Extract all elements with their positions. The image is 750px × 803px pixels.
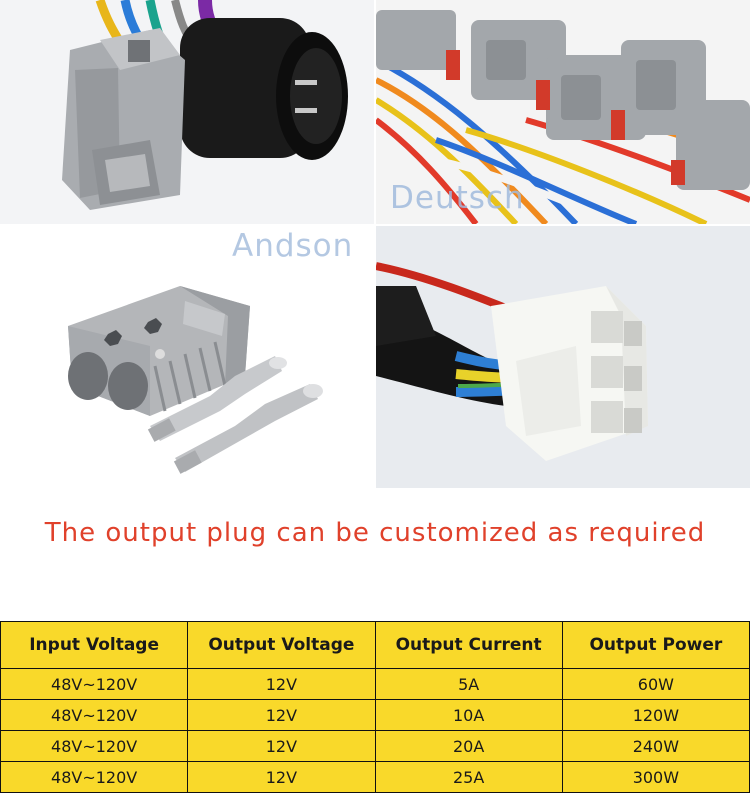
table-header-row: Input Voltage Output Voltage Output Curr…	[0, 621, 750, 669]
cell-input-voltage: 48V~120V	[0, 730, 189, 762]
deutsch-watermark: Deutsch	[390, 180, 525, 216]
cell-output-voltage: 12V	[187, 699, 376, 731]
deutsch-connector-illustration	[376, 10, 750, 224]
connector-illustration	[62, 0, 348, 210]
specifications-table: Input Voltage Output Voltage Output Curr…	[0, 621, 750, 793]
photo-deutsch-connectors	[376, 0, 750, 224]
table-row: 48V~120V 12V 10A 120W	[0, 699, 750, 731]
cell-input-voltage: 48V~120V	[0, 699, 189, 731]
table-row: 48V~120V 12V 25A 300W	[0, 761, 750, 793]
photo-white-molex-connector	[376, 226, 750, 488]
header-input-voltage: Input Voltage	[0, 621, 189, 669]
cell-output-current: 25A	[374, 761, 563, 793]
header-output-power: Output Power	[561, 621, 750, 669]
table-row: 48V~120V 12V 5A 60W	[0, 668, 750, 700]
table-row: 48V~120V 12V 20A 240W	[0, 730, 750, 762]
cell-output-current: 5A	[374, 668, 563, 700]
cell-input-voltage: 48V~120V	[0, 668, 189, 700]
header-output-voltage: Output Voltage	[187, 621, 376, 669]
cell-output-power: 120W	[561, 699, 750, 731]
molex-connector-illustration	[376, 262, 648, 461]
photo-gray-and-black-connectors	[0, 0, 374, 224]
cell-output-power: 300W	[561, 761, 750, 793]
header-output-current: Output Current	[374, 621, 563, 669]
cell-output-voltage: 12V	[187, 761, 376, 793]
photo-anderson-connector	[0, 226, 374, 488]
andson-watermark: Andson	[232, 228, 354, 264]
cell-output-voltage: 12V	[187, 730, 376, 762]
anderson-connector-illustration	[68, 286, 323, 474]
cell-output-power: 240W	[561, 730, 750, 762]
cell-output-voltage: 12V	[187, 668, 376, 700]
customization-caption: The output plug can be customized as req…	[44, 518, 706, 548]
cell-output-current: 20A	[374, 730, 563, 762]
cell-output-current: 10A	[374, 699, 563, 731]
cell-output-power: 60W	[561, 668, 750, 700]
cell-input-voltage: 48V~120V	[0, 761, 189, 793]
